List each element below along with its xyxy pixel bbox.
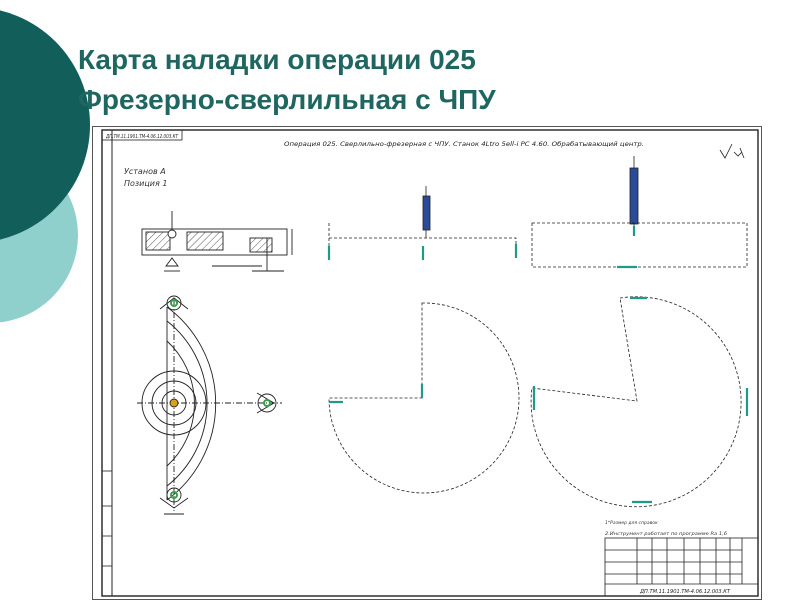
tool-path-1-marks <box>327 244 518 260</box>
setup-drawing: ДП.ТМ.11.1901.ТМ-4.06.12.003.КТ Операция… <box>92 126 762 600</box>
note-2: 2.Инструмент работает по программе Ra 1,… <box>605 531 727 537</box>
stamp-code: ДП.ТМ.11.1901.ТМ-4.06.12.003.КТ <box>639 589 731 595</box>
setup-label: Установ А <box>124 167 166 176</box>
circular-path-1-marks <box>329 384 424 404</box>
part-plan-view <box>137 295 282 515</box>
operation-header: Операция 025. Сверлильно-фрезерная с ЧПУ… <box>284 141 644 148</box>
circular-path-2-marks <box>532 296 749 504</box>
slide-title-line-1: Карта наладки операции 025 <box>78 44 476 75</box>
tool-path-2-marks <box>617 226 637 269</box>
circular-path-2 <box>530 296 742 508</box>
title-block <box>604 537 759 597</box>
side-stamp <box>101 470 113 597</box>
drawing-frame <box>101 129 759 597</box>
doc-code: ДП.ТМ.11.1901.ТМ-4.06.12.003.КТ <box>105 134 179 140</box>
roughness-mark <box>719 143 745 159</box>
tool-1 <box>422 186 431 238</box>
doc-code-box <box>101 129 183 141</box>
position-label: Позиция 1 <box>124 179 167 188</box>
hole-markers <box>170 299 271 499</box>
slide-title: Карта наладки операции 025 Фрезерно-свер… <box>78 40 496 120</box>
part-section-view <box>141 211 293 272</box>
note-1: 1*Размер для справок <box>605 520 658 526</box>
slide-title-line-2: Фрезерно-сверлильная с ЧПУ <box>78 84 496 115</box>
circular-path-1 <box>328 302 520 494</box>
decor-circle-dark <box>0 10 90 240</box>
